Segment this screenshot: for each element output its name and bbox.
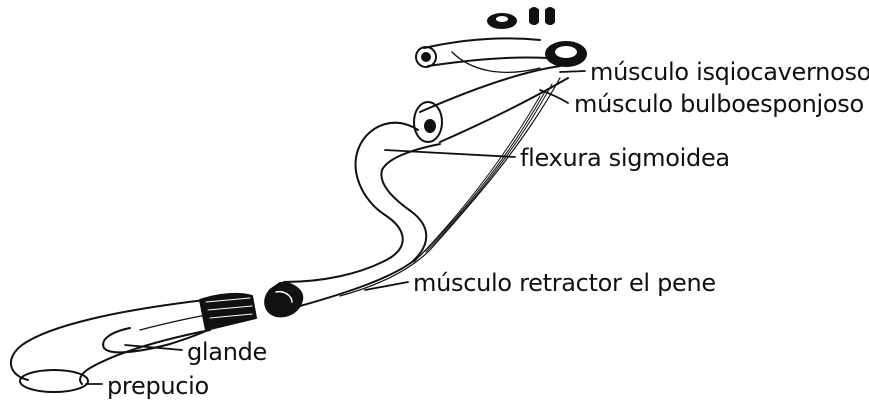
leader-bulboesponjoso [540, 90, 568, 103]
label-musculo-isquiocavernoso: músculo isqiocavernoso [590, 60, 869, 84]
label-flexura-sigmoidea: flexura sigmoidea [520, 146, 730, 170]
label-prepucio: prepucio [107, 374, 209, 398]
leader-lines [86, 71, 585, 384]
label-musculo-bulboesponjoso: músculo bulboesponjoso [574, 92, 864, 116]
leader-isquiocavernoso [560, 71, 585, 72]
label-glande: glande [187, 340, 267, 364]
label-musculo-retractor: músculo retractor el pene [413, 271, 716, 295]
penis-root [414, 8, 586, 142]
